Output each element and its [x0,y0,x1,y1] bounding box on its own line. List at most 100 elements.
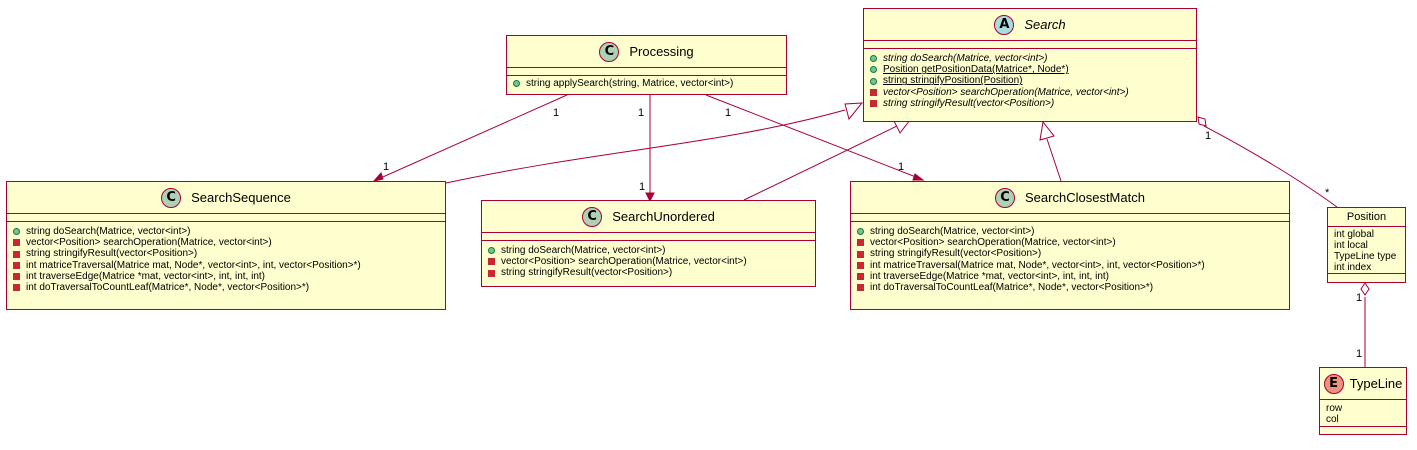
private-visibility-icon [857,261,864,269]
operation: string applySearch(string, Matrice, vect… [513,78,786,89]
mult-pos-type-dst: 1 [1356,348,1362,360]
mult-proc-unord-src: 1 [638,107,644,119]
operation: int traverseEdge(Matrice *mat, vector<in… [13,271,445,282]
private-visibility-icon [13,284,20,292]
class-header: A Search [864,9,1196,41]
operation: string stringifyResult(vector<Position>) [13,248,445,259]
class-processing[interactable]: C Processing string applySearch(string, … [506,35,787,95]
fields-compartment [851,214,1289,222]
private-visibility-icon [857,272,864,280]
private-visibility-icon [870,88,877,96]
private-visibility-icon [857,284,864,292]
abstract-class-icon: A [994,14,1015,35]
class-name: SearchUnordered [612,209,715,224]
operation: vector<Position> searchOperation(Matrice… [488,256,815,267]
operations-compartment: string doSearch(Matrice, vector<int>) ve… [482,241,815,279]
fields-compartment: row col [1320,400,1406,427]
public-visibility-icon [870,77,877,85]
public-visibility-icon [870,66,877,74]
class-header: C SearchUnordered [482,201,815,233]
operation: string stringifyResult(vector<Position>) [857,248,1289,259]
operation: string stringifyPosition(Position) [870,75,1196,86]
arrow-head-searchsequence [372,172,384,182]
mult-proc-seq-dst: 1 [383,161,389,173]
mult-pos-type-src: 1 [1356,292,1362,304]
generalization-searchsequence [445,109,846,184]
operation: vector<Position> searchOperation(Matrice… [13,237,445,248]
operations-compartment: string applySearch(string, Matrice, vect… [507,76,786,89]
generalization-searchclosestmatch [1046,138,1062,182]
fields-compartment [864,41,1196,49]
field: int local [1334,240,1368,251]
fields-compartment [482,233,815,241]
private-visibility-icon [13,239,20,247]
mult-proc-close-dst: 1 [898,161,904,173]
operations-compartment: string doSearch(Matrice, vector<int>) Po… [864,49,1196,109]
field: int global [1334,229,1375,240]
field: TypeLine type [1334,251,1397,262]
fields-compartment [7,214,445,222]
operations-compartment: string doSearch(Matrice, vector<int>) ve… [851,222,1289,293]
aggregation-diamond-position [1360,282,1370,296]
private-visibility-icon [488,269,495,277]
field: int index [1334,262,1372,273]
class-icon: C [582,206,603,227]
private-visibility-icon [13,250,20,258]
class-searchsequence[interactable]: C SearchSequence string doSearch(Matrice… [6,181,446,310]
private-visibility-icon [13,272,20,280]
class-position[interactable]: Position int global int local TypeLine t… [1327,207,1406,283]
public-visibility-icon [870,55,877,63]
assoc-processing-searchclosestmatch [705,94,922,180]
mult-proc-unord-dst: 1 [639,181,645,193]
operation: string doSearch(Matrice, vector<int>) [870,53,1196,64]
class-header: C SearchSequence [7,182,445,214]
private-visibility-icon [857,239,864,247]
private-visibility-icon [488,258,495,266]
operation: vector<Position> searchOperation(Matrice… [857,237,1289,248]
operation: int doTraversalToCountLeaf(Matrice*, Nod… [857,282,1289,293]
public-visibility-icon [857,228,864,236]
operation: vector<Position> searchOperation(Matrice… [870,87,1196,98]
public-visibility-icon [488,247,495,255]
operations-compartment: string doSearch(Matrice, vector<int>) ve… [7,222,445,293]
class-name: SearchClosestMatch [1025,190,1145,205]
fields-compartment: int global int local TypeLine type int i… [1328,227,1405,274]
mult-proc-close-src: 1 [725,107,731,119]
operation: string doSearch(Matrice, vector<int>) [857,226,1289,237]
class-searchunordered[interactable]: C SearchUnordered string doSearch(Matric… [481,200,816,287]
operation: int matriceTraversal(Matrice mat, Node*,… [857,260,1289,271]
class-icon: C [161,187,182,208]
mult-search-pos-dst: * [1325,187,1330,199]
class-typeline[interactable]: E TypeLine row col [1319,367,1407,435]
class-name: Position [1346,211,1387,223]
enum-icon: E [1323,373,1344,394]
class-name: SearchSequence [191,190,291,205]
operation: string stringifyResult(vector<Position>) [488,267,815,278]
operation: Position getPositionData(Matrice*, Node*… [870,64,1196,75]
aggregation-diamond-search [1197,116,1207,127]
operation: int matriceTraversal(Matrice mat, Node*,… [13,260,445,271]
public-visibility-icon [513,80,520,88]
public-visibility-icon [13,228,20,236]
field: row [1326,403,1343,414]
class-header: C SearchClosestMatch [851,182,1289,214]
class-name: TypeLine [1349,376,1403,391]
operation: int traverseEdge(Matrice *mat, vector<in… [857,271,1289,282]
mult-search-pos-src: 1 [1205,130,1211,142]
class-header: Position [1328,208,1405,227]
generalization-searchunordered [743,125,898,201]
class-searchclosestmatch[interactable]: C SearchClosestMatch string doSearch(Mat… [850,181,1290,310]
arrow-head-searchunordered [645,192,655,203]
class-icon: C [599,41,620,62]
operation: int doTraversalToCountLeaf(Matrice*, Nod… [13,282,445,293]
private-visibility-icon [870,99,877,107]
operation: string doSearch(Matrice, vector<int>) [13,226,445,237]
private-visibility-icon [13,261,20,269]
operation: string doSearch(Matrice, vector<int>) [488,245,815,256]
class-header: C Processing [507,36,786,68]
class-icon: C [995,187,1016,208]
class-search[interactable]: A Search string doSearch(Matrice, vector… [863,8,1197,122]
aggregation-search-position [1203,125,1338,208]
fields-compartment [507,68,786,76]
mult-proc-seq-src: 1 [553,107,559,119]
